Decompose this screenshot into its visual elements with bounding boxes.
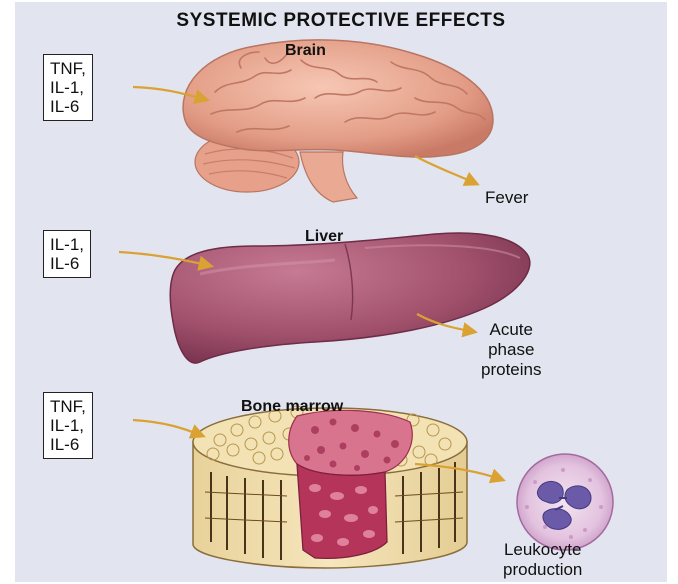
liver-mediator-box: IL-1, IL-6 bbox=[43, 230, 91, 278]
brain-label: Brain bbox=[285, 42, 326, 60]
arrow-brain-to-fever bbox=[415, 156, 477, 184]
outcome-text: production bbox=[503, 560, 582, 580]
brain-illustration bbox=[183, 40, 493, 202]
mediator-text: IL-6 bbox=[50, 254, 84, 273]
mediator-text: IL-6 bbox=[50, 435, 86, 454]
mediator-text: IL-1, bbox=[50, 416, 86, 435]
outcome-text: Leukocyte bbox=[503, 540, 582, 560]
figure-title: SYSTEMIC PROTECTIVE EFFECTS bbox=[15, 10, 667, 32]
liver-illustration bbox=[170, 233, 530, 363]
liver-label: Liver bbox=[305, 228, 343, 246]
brain-mediator-box: TNF, IL-1, IL-6 bbox=[43, 54, 93, 121]
fever-label: Fever bbox=[485, 188, 528, 208]
leukocyte-illustration bbox=[517, 454, 613, 550]
mediator-text: IL-6 bbox=[50, 97, 86, 116]
figure: SYSTEMIC PROTECTIVE EFFECTS Brain TNF, I… bbox=[15, 2, 667, 582]
acute-phase-label: Acute phase proteins bbox=[481, 320, 541, 380]
mediator-text: TNF, bbox=[50, 59, 86, 78]
mediator-text: TNF, bbox=[50, 397, 86, 416]
leukocyte-production-label: Leukocyte production bbox=[503, 540, 582, 580]
arrow-mediators-to-marrow bbox=[133, 420, 203, 436]
marrow-mediator-box: TNF, IL-1, IL-6 bbox=[43, 392, 93, 459]
outcome-text: proteins bbox=[481, 360, 541, 380]
outcome-text: Acute bbox=[481, 320, 541, 340]
outcome-text: phase bbox=[481, 340, 541, 360]
bone-marrow-label: Bone marrow bbox=[241, 398, 343, 416]
bone-illustration bbox=[193, 406, 467, 568]
outcome-text: Fever bbox=[485, 188, 528, 208]
mediator-text: IL-1, bbox=[50, 235, 84, 254]
mediator-text: IL-1, bbox=[50, 78, 86, 97]
illustration bbox=[15, 2, 667, 582]
